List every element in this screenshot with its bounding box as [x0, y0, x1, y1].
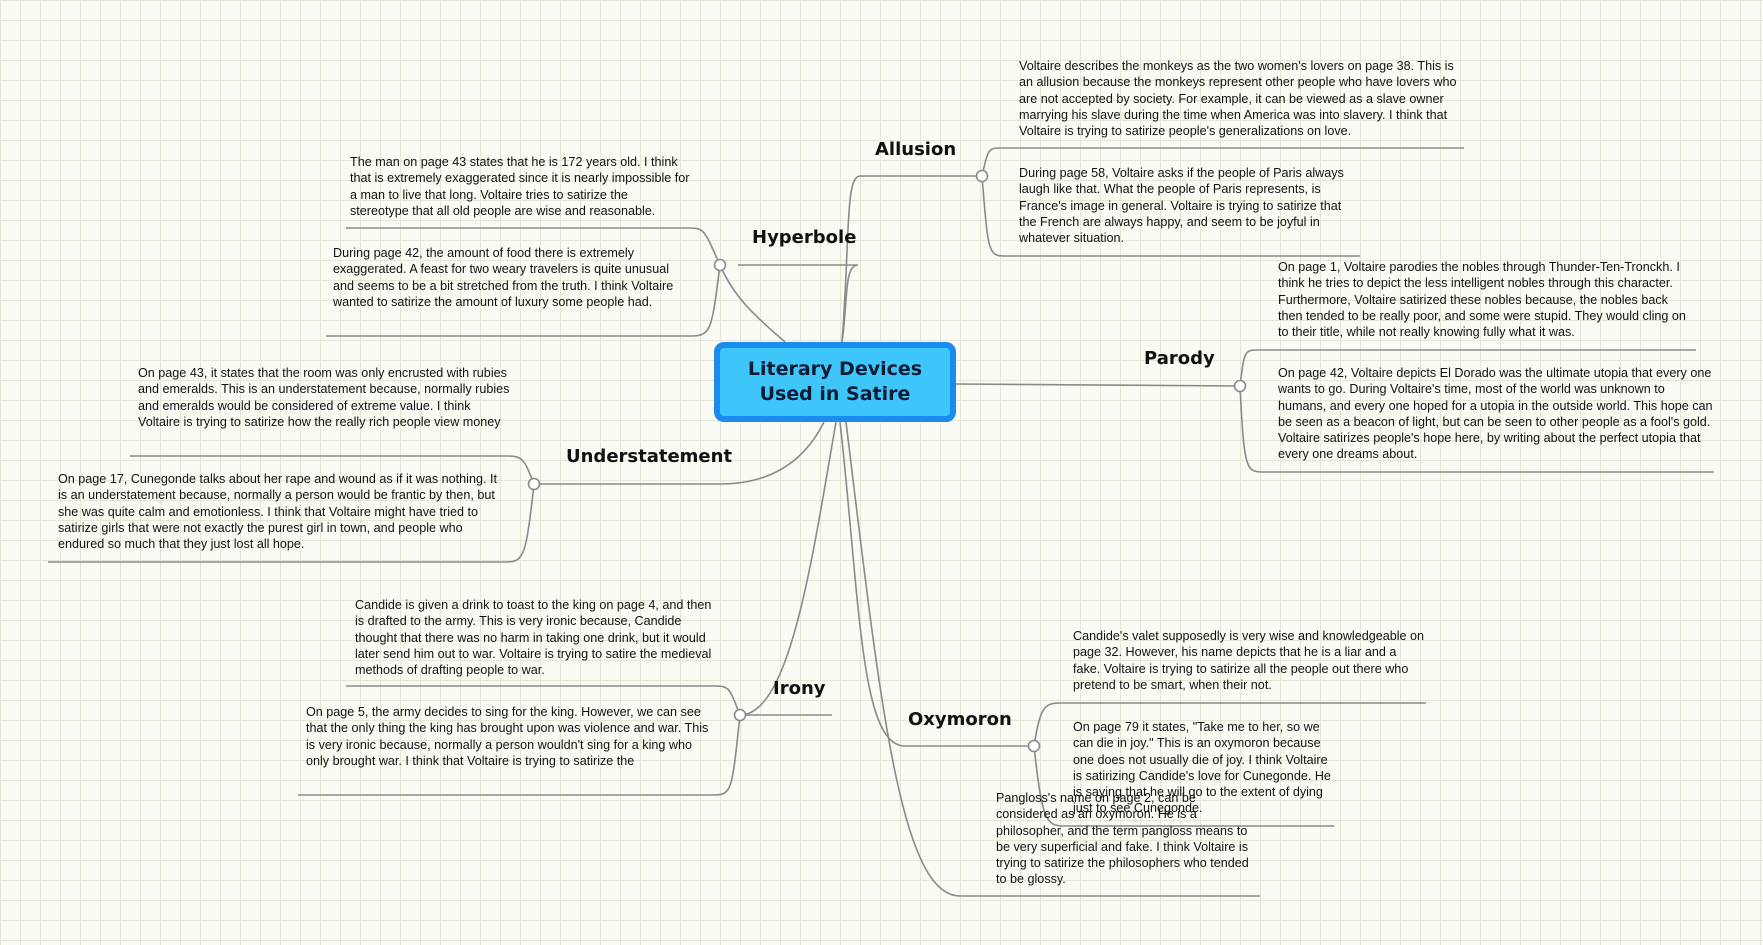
- connector-irony-note2: [298, 714, 741, 796]
- junction-understatement: [527, 477, 541, 491]
- topic-oxymoron[interactable]: Oxymoron: [908, 709, 1012, 730]
- connector-hyperbole-branch: [719, 264, 786, 343]
- junction-irony: [733, 708, 747, 722]
- central-topic[interactable]: Literary Devices Used in Satire: [714, 342, 956, 422]
- connector-allusion-note2: [981, 175, 1360, 257]
- topic-parody[interactable]: Parody: [1144, 348, 1215, 369]
- connector-hyperbole-note2: [326, 264, 721, 337]
- hyperbole-note-feast[interactable]: During page 42, the amount of food there…: [333, 246, 674, 309]
- connector-oxymoron-note2: [1033, 745, 1334, 827]
- junction-hyperbole: [713, 258, 727, 272]
- connector-pangloss: [845, 421, 1260, 897]
- connector-oxymoron-note1: [1033, 702, 1426, 747]
- topic-irony[interactable]: Irony: [773, 678, 826, 699]
- allusion-note-monkeys[interactable]: Voltaire describes the monkeys as the tw…: [1019, 59, 1457, 139]
- junction-parody: [1233, 379, 1247, 393]
- hyperbole-note-172-years[interactable]: The man on page 43 states that he is 172…: [350, 155, 690, 218]
- parody-note-nobles[interactable]: On page 1, Voltaire parodies the nobles …: [1278, 260, 1686, 340]
- connector-hyperbole-note1: [346, 227, 721, 266]
- connector-parody-note1: [1239, 349, 1696, 387]
- junction-oxymoron: [1027, 739, 1041, 753]
- topic-hyperbole[interactable]: Hyperbole: [752, 227, 857, 248]
- allusion-note-paris[interactable]: During page 58, Voltaire asks if the peo…: [1019, 166, 1344, 246]
- oxymoron-note-die-in-joy[interactable]: On page 79 it states, "Take me to her, s…: [1073, 720, 1331, 816]
- irony-note-drink[interactable]: Candide is given a drink to toast to the…: [355, 598, 712, 678]
- topic-understatement[interactable]: Understatement: [566, 446, 733, 467]
- connector-irony-note1: [346, 685, 741, 716]
- understatement-note-cunegonde[interactable]: On page 17, Cunegonde talks about her ra…: [58, 472, 497, 552]
- connector-hyperbole: [738, 264, 859, 343]
- connector-irony: [739, 421, 837, 716]
- connector-oxymoron: [839, 421, 1034, 747]
- connector-understatement: [534, 421, 825, 485]
- connector-understatement-note2: [48, 483, 535, 563]
- connector-understatement-note1: [130, 455, 535, 485]
- topic-allusion[interactable]: Allusion: [875, 139, 957, 160]
- oxymoron-note-pangloss[interactable]: Pangloss's name on page 2, can be consid…: [996, 791, 1249, 887]
- parody-note-el-dorado[interactable]: On page 42, Voltaire depicts El Dorado w…: [1278, 366, 1713, 462]
- oxymoron-note-valet[interactable]: Candide's valet supposedly is very wise …: [1073, 629, 1425, 692]
- connector-parody-note2: [1239, 385, 1714, 473]
- irony-note-army-sing[interactable]: On page 5, the army decides to sing for …: [306, 705, 709, 768]
- junction-allusion: [975, 169, 989, 183]
- connector-allusion-note1: [981, 147, 1464, 177]
- connector-allusion: [841, 175, 982, 343]
- understatement-note-rubies[interactable]: On page 43, it states that the room was …: [138, 366, 510, 429]
- connector-parody: [955, 383, 1241, 387]
